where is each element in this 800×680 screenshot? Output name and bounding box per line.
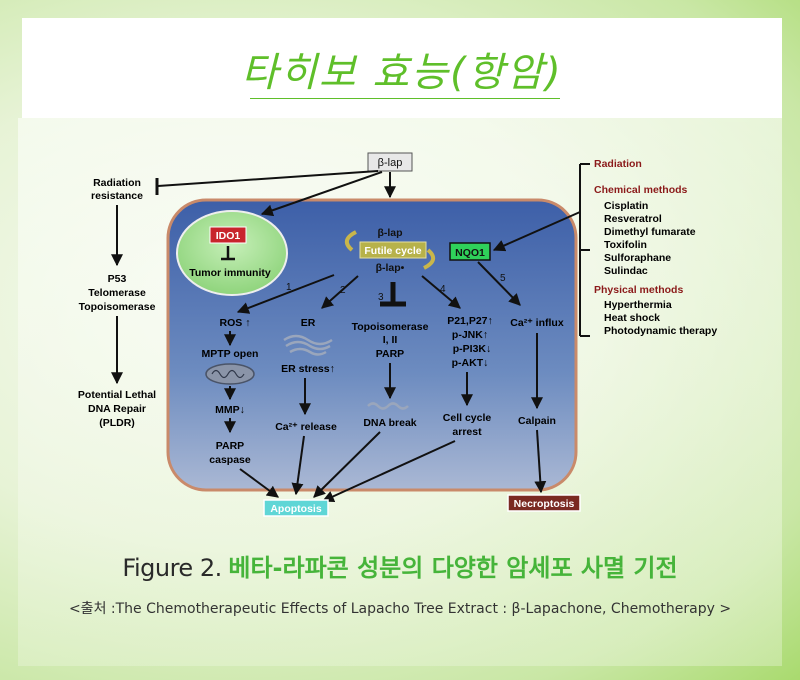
futile-cycle-label: Futile cycle: [364, 245, 421, 257]
arrest-label: arrest: [452, 426, 482, 438]
radiation-resistance-line1: Radiation: [93, 177, 141, 189]
necroptosis-box: [507, 494, 581, 512]
figure-caption: Figure 2. 베타-라파콘 성분의 다양한 암세포 사멸 기전: [0, 548, 800, 583]
ido1-ellipse: [176, 210, 288, 296]
pldr-line3: (PLDR): [99, 417, 135, 429]
path-number-4: 4: [440, 284, 446, 295]
cycle-top-label: β-lap: [377, 227, 402, 239]
parp-caspase-line1: PARP: [216, 440, 244, 452]
ca-influx-label: Ca²⁺ influx: [510, 317, 564, 329]
title-underline: [250, 98, 560, 99]
futile-cycle-box: [359, 241, 427, 259]
parp-caspase-line2: caspase: [209, 454, 251, 466]
arrow-path5: [477, 261, 521, 306]
pldr-line2: DNA Repair: [88, 403, 146, 415]
arrow-blap-ido1: [260, 171, 383, 217]
legend-chemical-1: Cisplatin: [604, 200, 648, 212]
ido1-box: [209, 226, 247, 244]
mitochondria-icon: [205, 363, 255, 385]
cycle-left-arc: [344, 230, 357, 252]
pldr-line1: Potential Lethal: [78, 389, 156, 401]
inhibit-radiation-line: [157, 170, 379, 187]
apoptosis-box: [263, 499, 329, 517]
ppi3k-label: p-PI3K↓: [453, 343, 492, 355]
legend-radiation: Radiation: [594, 158, 642, 170]
arrow-parp-apoptosis: [239, 468, 279, 498]
parp-label: PARP: [376, 348, 404, 360]
legend-physical-1: Hyperthermia: [604, 299, 672, 311]
legend-physical-3: Photodynamic therapy: [604, 325, 717, 337]
p21-label: P21,P27↑: [447, 315, 493, 327]
blap-top-label: β-lap: [378, 157, 403, 169]
legend-chemical-2: Resveratrol: [604, 213, 662, 225]
legend-chemical-4: Toxifolin: [604, 239, 647, 251]
pakt-label: p-AKT↓: [452, 357, 489, 369]
mmp-label: MMP↓: [215, 404, 245, 416]
cell-cycle-label: Cell cycle: [443, 412, 492, 424]
path-number-1: 1: [286, 282, 292, 293]
tumor-immunity-label: Tumor immunity: [189, 267, 271, 279]
mitochondria-cristae: [211, 369, 245, 379]
dna-break-label: DNA break: [363, 417, 416, 429]
necroptosis-label: Necroptosis: [514, 498, 575, 510]
path-number-5: 5: [500, 273, 506, 284]
legend-chemical-5: Sulforaphane: [604, 252, 671, 264]
mptp-label: MPTP open: [202, 348, 259, 360]
arrow-dna-apoptosis: [313, 431, 381, 498]
caption-korean-text: 베타-라파콘 성분의 다양한 암세포 사멸 기전: [228, 554, 678, 582]
legend-chemical-header: Chemical methods: [594, 184, 688, 196]
arrow-legend-nqo1: [492, 211, 581, 252]
pjnk-label: p-JNK↑: [452, 329, 488, 341]
arrow-calpain-necroptosis: [534, 429, 547, 494]
cycle-right-arc: [423, 248, 436, 270]
legend-chemical-6: Sulindac: [604, 265, 648, 277]
title-banner: 타히보 효능(항암): [22, 18, 782, 118]
p53-line2: Telomerase: [88, 287, 146, 299]
arrow-path1: [236, 274, 335, 314]
topoisomerase-type-label: I, II: [383, 334, 398, 346]
path-number-3: 3: [378, 292, 384, 303]
nqo1-label: NQO1: [455, 247, 485, 259]
p53-line1: P53: [108, 273, 127, 285]
ros-label: ROS ↑: [220, 317, 251, 329]
er-organelle-icon: [283, 334, 333, 356]
calpain-label: Calpain: [518, 415, 556, 427]
ido1-label: IDO1: [216, 230, 241, 242]
nqo1-box: [449, 242, 491, 261]
legend-physical-2: Heat shock: [604, 312, 660, 324]
topoisomerase-label: Topoisomerase: [352, 321, 429, 333]
source-citation: <출처 :The Chemotherapeutic Effects of Lap…: [68, 601, 732, 617]
arrow-ca-apoptosis: [291, 435, 305, 496]
arrow-arrest-apoptosis: [321, 440, 456, 502]
caption-figure-number: Figure 2.: [122, 554, 222, 582]
radiation-resistance-line2: resistance: [91, 190, 143, 202]
path-number-2: 2: [340, 285, 346, 296]
blap-box: [367, 152, 413, 172]
er-stress-label: ER stress↑: [281, 363, 335, 375]
ca-release-label: Ca²⁺ release: [275, 421, 337, 433]
apoptosis-label: Apoptosis: [270, 503, 321, 515]
cycle-bottom-label: β-lap•: [376, 262, 405, 274]
p53-line3: Topoisomerase: [79, 301, 156, 313]
legend-physical-header: Physical methods: [594, 284, 683, 296]
arrow-path2: [321, 275, 359, 309]
er-label: ER: [301, 317, 316, 329]
dna-strand-icon: [367, 402, 409, 410]
legend-chemical-3: Dimethyl fumarate: [604, 226, 696, 238]
page-title: 타히보 효능(항암): [241, 50, 563, 96]
arrow-path4: [421, 275, 461, 309]
